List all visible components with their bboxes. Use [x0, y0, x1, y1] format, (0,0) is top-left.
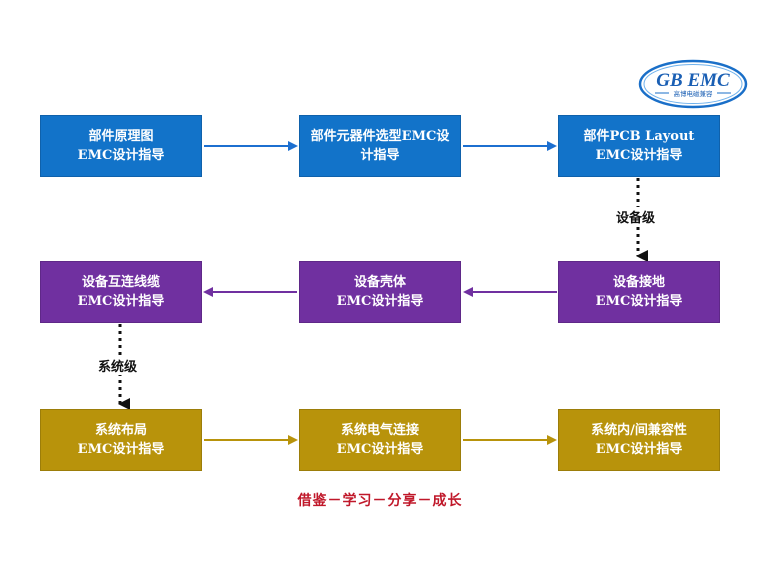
- box-line2: EMC设计指导: [336, 294, 424, 309]
- box-device-cables: 设备互连线缆 EMC设计指导: [40, 261, 202, 323]
- logo-subtitle: 高博电磁兼容: [674, 89, 714, 98]
- box-line1: 设备互连线缆: [81, 275, 160, 290]
- box-line2: EMC设计指导: [595, 294, 683, 309]
- box-device-enclosure: 设备壳体 EMC设计指导: [299, 261, 461, 323]
- box-line2: EMC设计指导: [595, 148, 683, 163]
- box-line1: 设备接地: [612, 275, 665, 290]
- box-line1: 部件PCB Layout: [583, 129, 695, 144]
- box-line2: EMC设计指导: [77, 148, 165, 163]
- box-line2: 计指导: [360, 148, 400, 163]
- box-line1: 部件原理图: [88, 129, 154, 144]
- system-level-label: 系统级: [96, 356, 140, 375]
- box-component-schematic: 部件原理图 EMC设计指导: [40, 115, 202, 177]
- box-device-grounding: 设备接地 EMC设计指导: [558, 261, 720, 323]
- box-line1: 系统内/间兼容性: [591, 423, 687, 438]
- box-system-layout: 系统布局 EMC设计指导: [40, 409, 202, 471]
- logo-brand: GB EMC: [656, 70, 730, 91]
- device-level-label: 设备级: [614, 207, 658, 226]
- box-line2: EMC设计指导: [77, 294, 165, 309]
- box-pcb-layout: 部件PCB Layout EMC设计指导: [558, 115, 720, 177]
- box-line1: 部件元器件选型EMC设: [310, 129, 450, 144]
- gbemc-logo: GB EMC 高博电磁兼容: [638, 59, 748, 109]
- box-component-selection: 部件元器件选型EMC设 计指导: [299, 115, 461, 177]
- box-line1: 系统布局: [94, 423, 147, 438]
- box-line2: EMC设计指导: [77, 442, 165, 457]
- footer-slogan: 借鉴－学习－分享－成长: [297, 493, 463, 509]
- box-system-electrical: 系统电气连接 EMC设计指导: [299, 409, 461, 471]
- box-line2: EMC设计指导: [595, 442, 683, 457]
- box-system-compatibility: 系统内/间兼容性 EMC设计指导: [558, 409, 720, 471]
- box-line2: EMC设计指导: [336, 442, 424, 457]
- box-line1: 设备壳体: [353, 275, 406, 290]
- box-line1: 系统电气连接: [340, 423, 419, 438]
